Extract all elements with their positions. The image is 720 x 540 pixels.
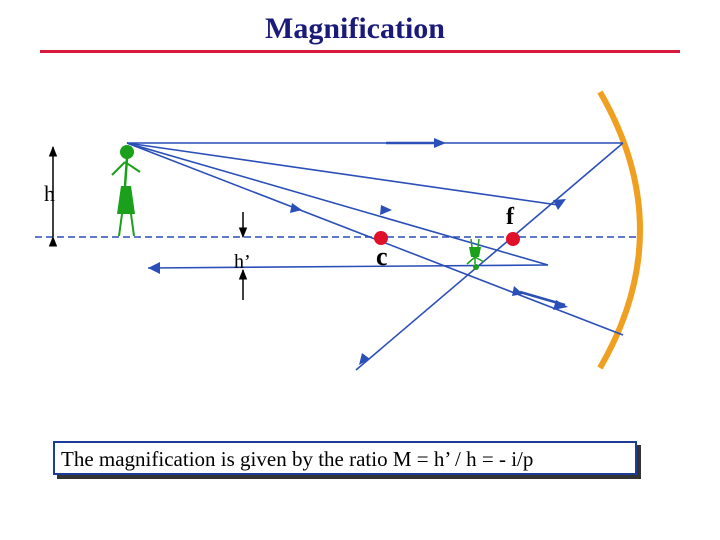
arrow-head (553, 300, 568, 310)
ray-to-mirror-top (126, 142, 559, 206)
arrow-head (359, 353, 370, 365)
caption-box: The magnification is given by the ratio … (53, 441, 637, 475)
object-height-label: h (44, 181, 55, 206)
image-height-label: h’ (234, 251, 251, 273)
image-figure (466, 238, 485, 270)
ray-reflected-horizontal (147, 264, 549, 269)
center-of-curvature-label: c (376, 242, 388, 271)
arrow-head (148, 262, 160, 274)
ray-through-focus (126, 142, 549, 266)
arrow-head (380, 205, 392, 215)
center-of-curvature-point (374, 231, 388, 245)
ray-parallel-reflected (355, 142, 624, 371)
arrow-head (290, 203, 302, 213)
light-rays (126, 142, 624, 371)
slide-title: Magnification (265, 12, 445, 45)
magnification-caption: The magnification is given by the ratio … (61, 447, 534, 471)
title-underline (40, 50, 680, 53)
focal-point (506, 232, 520, 246)
arrow-head (553, 199, 566, 210)
object-figure (111, 145, 141, 237)
arrow-head (512, 286, 523, 296)
concave-mirror (597, 90, 643, 370)
focal-point-label: f (506, 204, 515, 230)
ray-arrows (148, 138, 568, 365)
